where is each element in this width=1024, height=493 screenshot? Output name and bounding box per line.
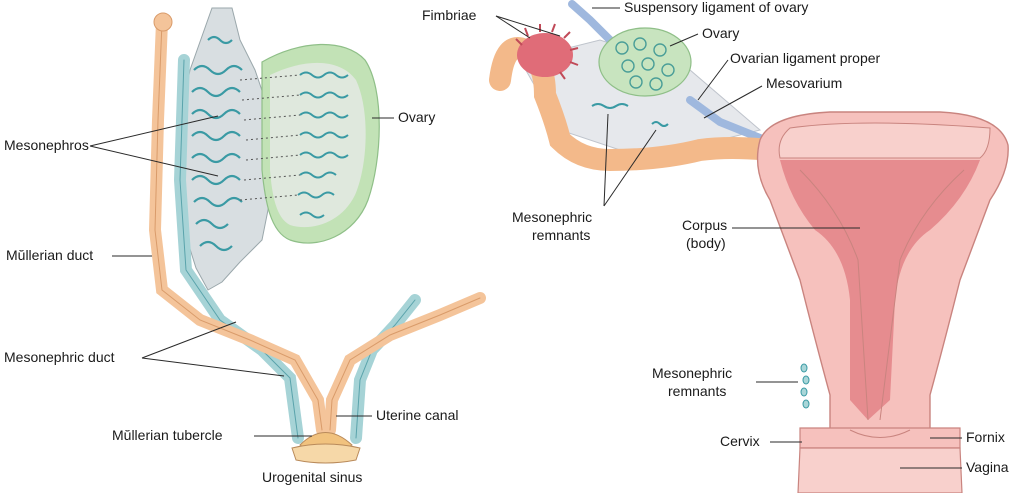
label-mesonephros: Mesonephros (4, 137, 89, 153)
label-urogenital-sinus: Urogenital sinus (262, 469, 362, 485)
label-fimbriae: Fimbriae (422, 7, 477, 23)
label-fornix: Fornix (966, 429, 1005, 445)
uterine-cavity (780, 160, 980, 420)
mesonephric-tubules (191, 35, 243, 252)
label-mesonephric-remnants-side-2: remnants (668, 383, 726, 399)
label-uterine-canal: Uterine canal (376, 407, 459, 423)
label-suspensory-ligament: Suspensory ligament of ovary (624, 0, 808, 15)
label-corpus-1: Corpus (682, 217, 727, 233)
ovarian-ligament (686, 96, 764, 142)
label-mullerian-duct: Mŭllerian duct (6, 247, 93, 263)
label-ovarian-ligament: Ovarian ligament proper (730, 50, 881, 66)
ovarian-follicles (615, 37, 675, 91)
label-vagina: Vagina (966, 459, 1009, 475)
label-mullerian-tubercle: Mŭllerian tubercle (112, 427, 223, 443)
label-ovary-left: Ovary (398, 109, 435, 125)
label-mesonephric-remnants-top-1: Mesonephric (512, 209, 592, 225)
uterine-fundus (778, 122, 991, 159)
urogenital-sinus-shape (291, 443, 361, 464)
label-corpus-2: (body) (686, 235, 726, 251)
mullerian-duct-tip (153, 12, 173, 32)
fimbriae-shape (515, 23, 579, 80)
mesonephric-remnants-side (800, 363, 810, 409)
left-ovary-inner (270, 62, 366, 228)
rete-strands (239, 74, 301, 201)
label-mesonephric-remnants-top-2: remnants (532, 227, 590, 243)
label-mesonephric-duct: Mesonephric duct (4, 349, 115, 365)
label-mesonephric-remnants-side-1: Mesonephric (652, 365, 732, 381)
suspensory-ligament (568, 0, 614, 44)
label-ovary-right: Ovary (702, 25, 739, 41)
mesonephric-remnants-top (591, 103, 669, 127)
label-mesovarium: Mesovarium (766, 75, 842, 91)
right-uterus-figure: Fimbriae Suspensory ligament of ovary Ov… (422, 0, 1009, 493)
left-embryo-figure: Mesonephros Ovary Mŭllerian duct Mesonep… (4, 7, 486, 485)
mesonephros-body (177, 7, 273, 291)
ovarian-cords (297, 71, 349, 219)
vagina-shape (797, 447, 963, 493)
label-cervix: Cervix (720, 433, 760, 449)
right-ovary (598, 27, 692, 97)
